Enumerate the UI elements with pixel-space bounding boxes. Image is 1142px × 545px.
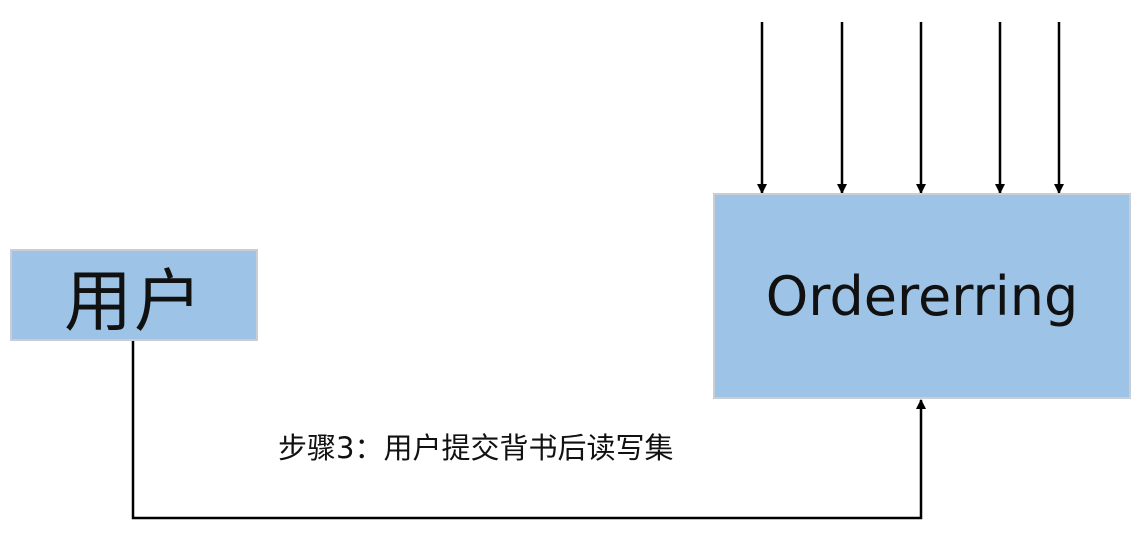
orderer-node: Ordererring [713,193,1131,399]
step3-connector [131,341,926,520]
user-node-label: 用户 [63,262,204,342]
orderer-node-label: Ordererring [765,264,1079,328]
user-node: 用户 [10,249,258,342]
step3-label: 步骤3：用户提交背书后读写集 [278,431,674,465]
incoming-arrows [757,22,1064,194]
